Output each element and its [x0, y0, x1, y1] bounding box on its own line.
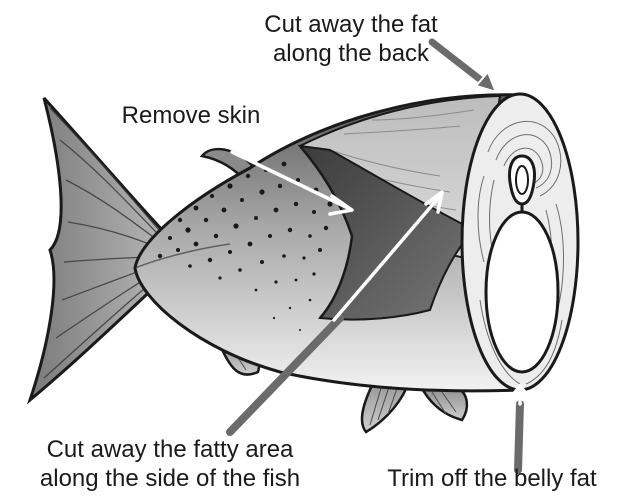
belly-fat-arrow [512, 386, 528, 470]
belly-fat-label-text: Trim off the belly fat [360, 464, 624, 493]
back-fat-label: Cut away the fat along the back [226, 10, 476, 68]
side-fat-label-line2: along the side of the fish [10, 464, 330, 493]
belly-cavity [486, 212, 558, 372]
back-fat-label-line1: Cut away the fat [226, 10, 476, 39]
side-fat-label: Cut away the fatty area along the side o… [10, 435, 330, 493]
skin-label-text: Remove skin [96, 101, 286, 130]
side-fat-label-line1: Cut away the fatty area [10, 435, 330, 464]
back-fat-label-line2: along the back [226, 39, 476, 68]
skin-label: Remove skin [96, 101, 286, 130]
belly-fat-label: Trim off the belly fat [360, 464, 624, 493]
